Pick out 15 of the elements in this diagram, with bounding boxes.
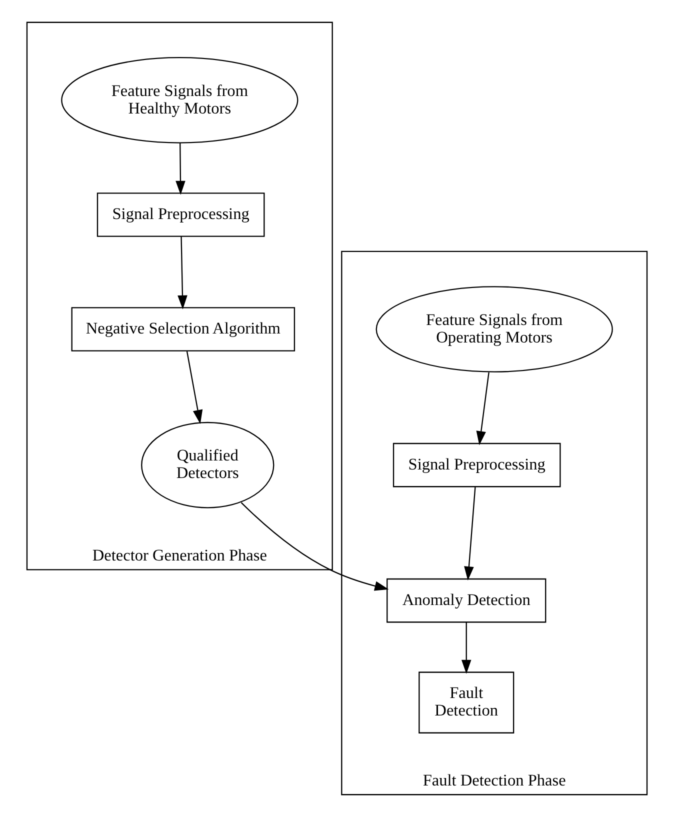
node-box: Signal Preprocessing — [392, 442, 560, 488]
node-ellipse: Qualified Detectors — [140, 422, 274, 508]
arrow — [464, 487, 476, 580]
arrow — [476, 372, 489, 446]
node-ellipse: Feature Signals from Operating Motors — [375, 286, 612, 372]
arrow — [186, 351, 202, 424]
node-box: Anomaly Detection — [386, 578, 546, 623]
arrow — [240, 502, 388, 591]
node-ellipse: Feature Signals from Healthy Motors — [60, 57, 298, 144]
arrow — [175, 143, 185, 195]
node-box: Fault Detection — [418, 672, 514, 734]
arrow — [177, 236, 187, 310]
arrow — [460, 622, 471, 674]
node-box: Signal Preprocessing — [96, 192, 264, 237]
node-box: Negative Selection Algorithm — [70, 307, 295, 352]
